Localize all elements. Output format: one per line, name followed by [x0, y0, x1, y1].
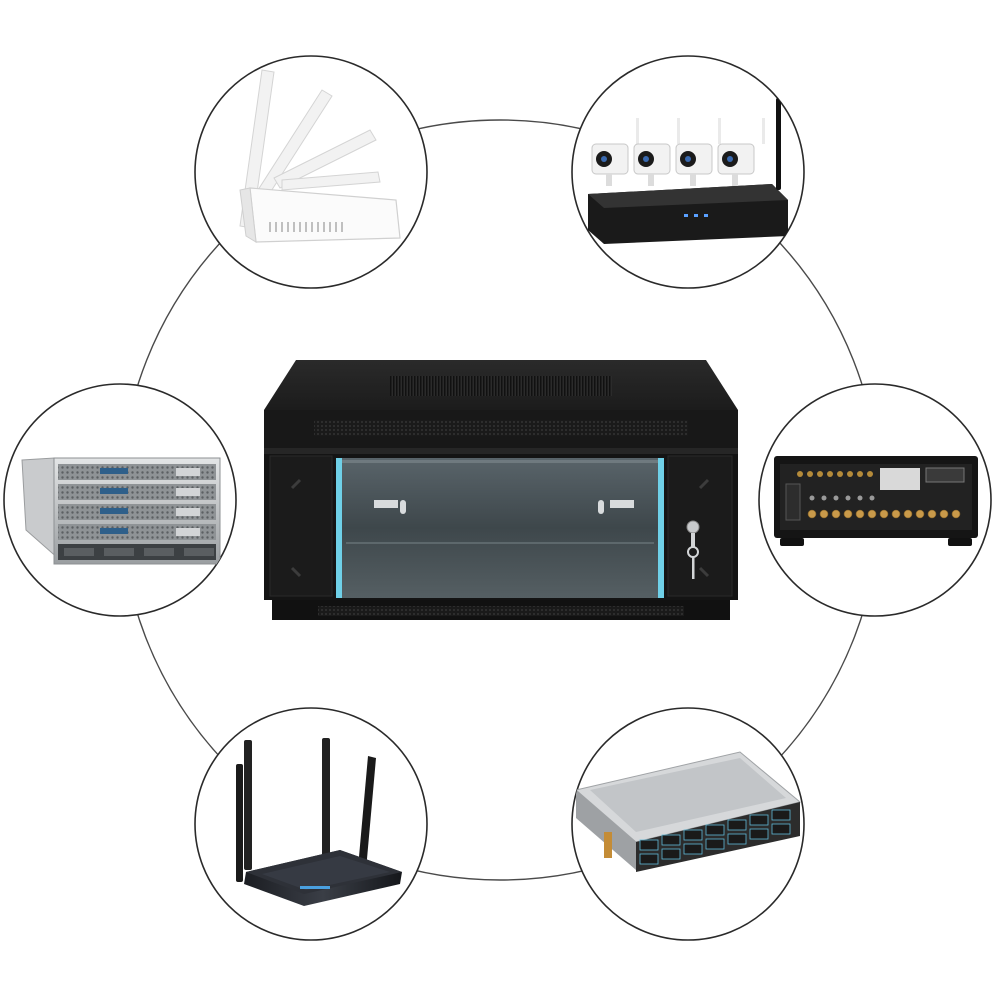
circle-storage-server	[571, 707, 805, 941]
lock-icon	[686, 520, 700, 534]
storage-server-image	[574, 751, 802, 872]
network-cabinet	[264, 360, 738, 620]
white-router-image	[239, 69, 401, 243]
cabinet-top-vent	[390, 376, 612, 396]
cabinet-glass-door	[336, 458, 664, 598]
camera-kit-image	[588, 98, 788, 244]
black-router-image	[236, 738, 402, 906]
av-receiver-image	[774, 456, 978, 546]
circle-security-camera-kit	[571, 55, 805, 289]
blade-server-image	[21, 457, 221, 565]
circle-av-receiver	[758, 383, 992, 617]
circle-blade-server	[3, 383, 237, 617]
circle-wifi-router-black	[194, 707, 428, 941]
circle-wifi-router-white	[194, 55, 428, 289]
